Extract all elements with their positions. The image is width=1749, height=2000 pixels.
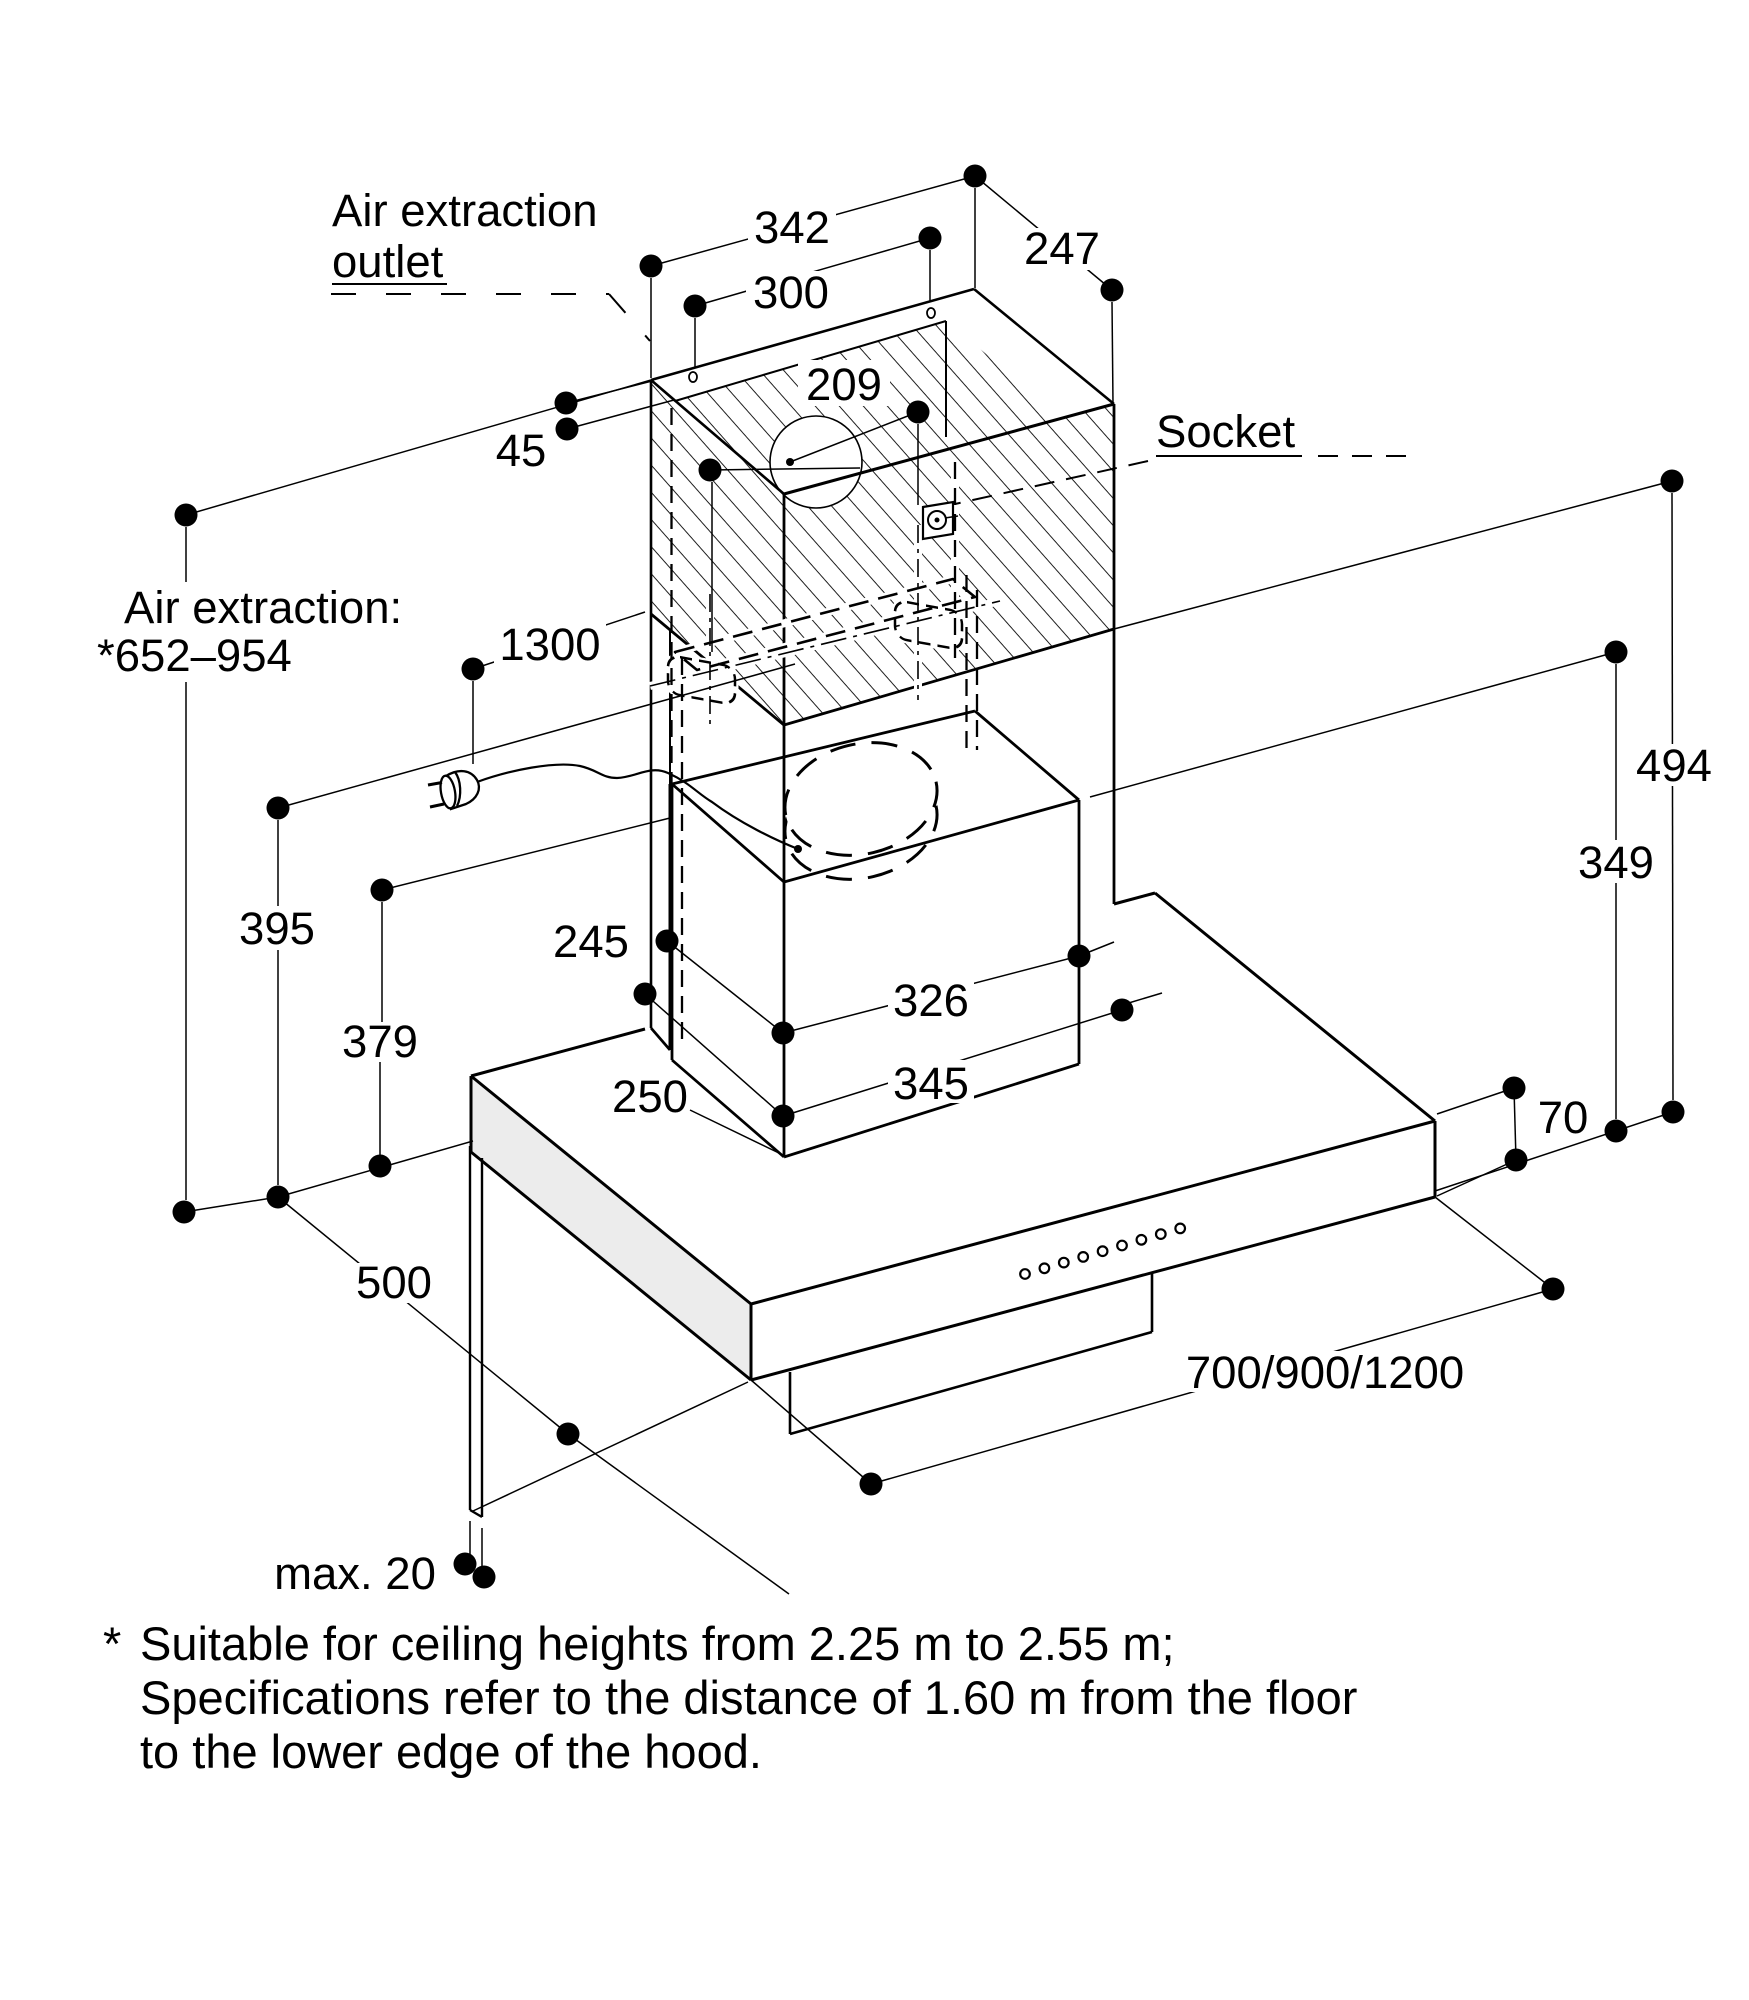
svg-text:250: 250 xyxy=(612,1071,688,1122)
svg-text:max. 20: max. 20 xyxy=(274,1548,436,1599)
svg-text:1300: 1300 xyxy=(499,619,600,670)
svg-text:outlet: outlet xyxy=(332,236,444,287)
svg-text:395: 395 xyxy=(239,903,315,954)
svg-text:247: 247 xyxy=(1024,223,1100,274)
svg-text:326: 326 xyxy=(893,975,969,1026)
svg-text:Socket: Socket xyxy=(1156,406,1295,457)
svg-text:*: * xyxy=(103,1617,121,1670)
svg-text:349: 349 xyxy=(1578,837,1654,888)
svg-text:Air extraction:: Air extraction: xyxy=(124,582,402,633)
svg-text:209: 209 xyxy=(806,359,882,410)
svg-text:342: 342 xyxy=(754,202,830,253)
svg-text:70: 70 xyxy=(1538,1092,1589,1143)
svg-text:345: 345 xyxy=(893,1058,969,1109)
svg-text:*652–954: *652–954 xyxy=(97,630,292,681)
svg-text:379: 379 xyxy=(342,1016,418,1067)
svg-text:500: 500 xyxy=(356,1257,432,1308)
svg-text:300: 300 xyxy=(753,267,829,318)
svg-text:Suitable for ceiling heights f: Suitable for ceiling heights from 2.25 m… xyxy=(140,1617,1175,1670)
svg-text:45: 45 xyxy=(496,425,547,476)
svg-text:Specifications refer to the di: Specifications refer to the distance of … xyxy=(140,1671,1357,1724)
svg-text:to the lower edge of the hood.: to the lower edge of the hood. xyxy=(140,1725,762,1778)
svg-text:494: 494 xyxy=(1636,740,1712,791)
svg-text:245: 245 xyxy=(553,916,629,967)
svg-text:Air extraction: Air extraction xyxy=(332,185,598,236)
svg-text:700/900/1200: 700/900/1200 xyxy=(1186,1347,1464,1398)
